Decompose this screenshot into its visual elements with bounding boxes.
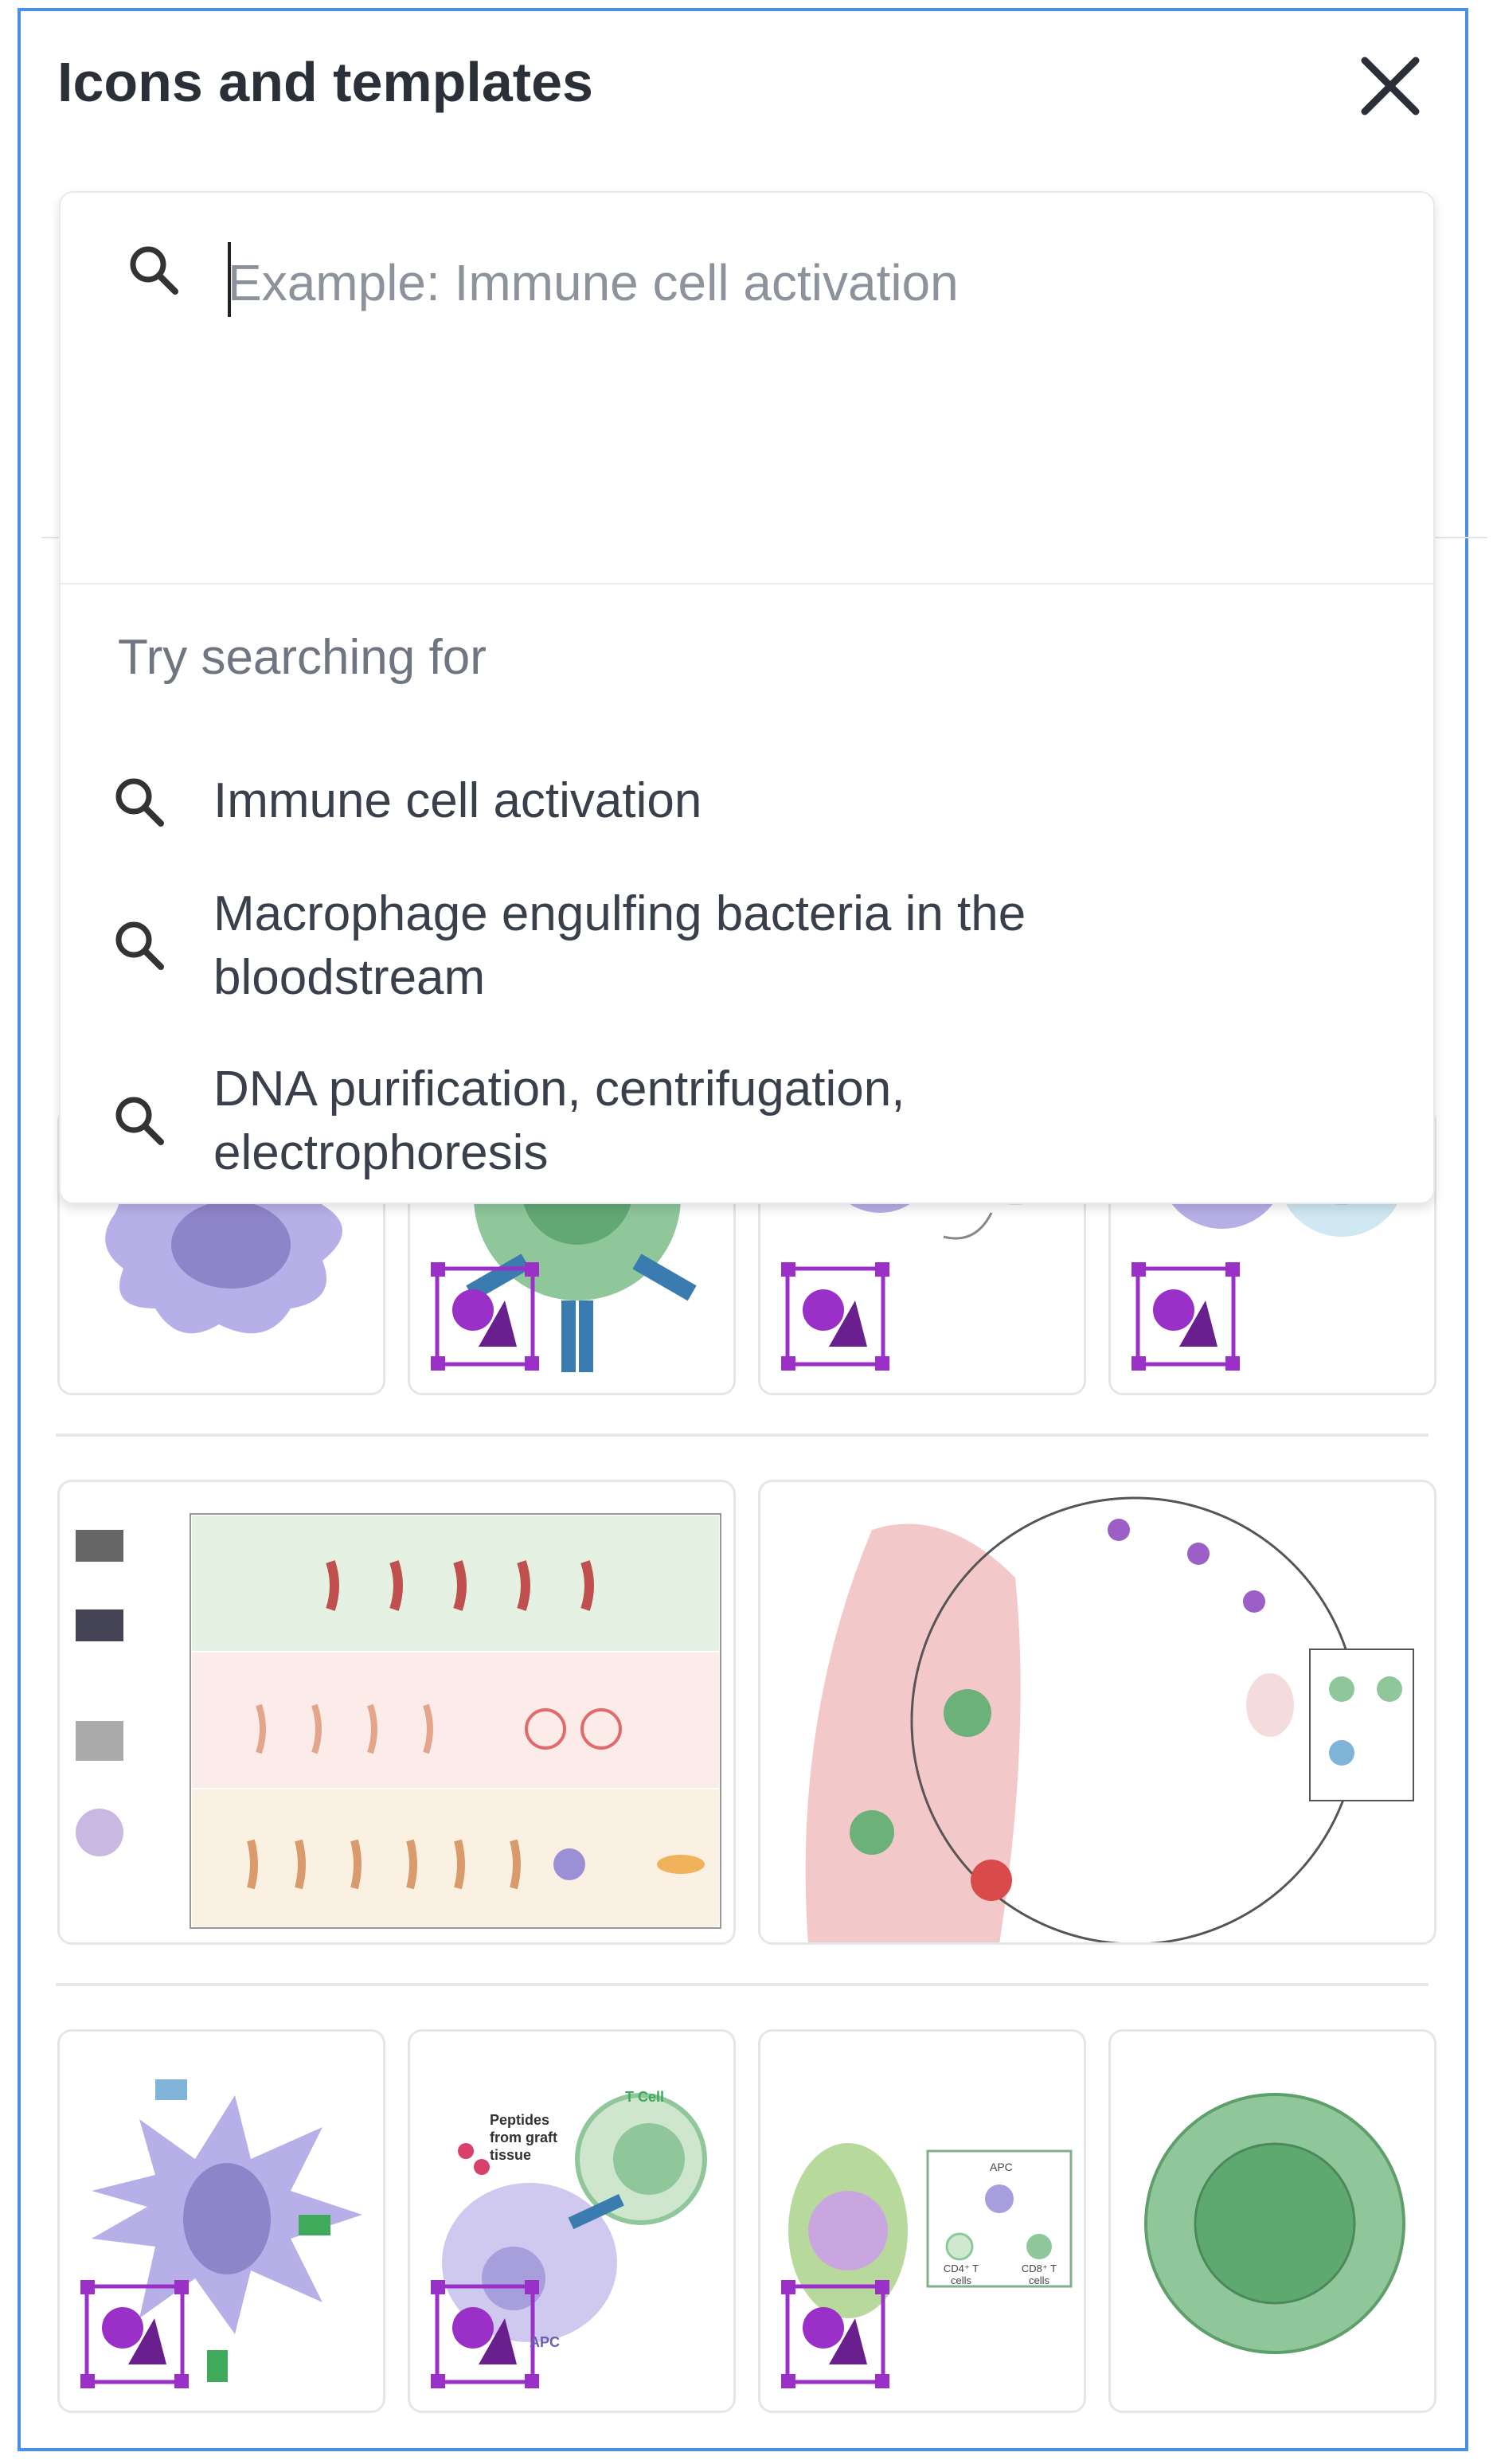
suggestion-label: Immune cell activation [213, 773, 702, 828]
apc-small-label: APC [990, 2161, 1013, 2173]
suggestion-label-line2: electrophoresis [213, 1125, 549, 1180]
template-badge-icon [781, 2280, 889, 2388]
dendritic-cell-template [92, 2079, 362, 2382]
lymph-node-apc-template [788, 2143, 1073, 2318]
suggestion-item[interactable]: Immune cell activation [61, 758, 1433, 846]
suggestion-item[interactable]: DNA purification, centrifugation, electr… [61, 1053, 1433, 1188]
suggestion-label-line2: bloodstream [213, 950, 486, 1005]
search-icon [115, 921, 164, 970]
apc-label: APC [530, 2334, 561, 2350]
result-thumb[interactable] [57, 2029, 385, 2413]
template-badge-icon [781, 1262, 889, 1371]
template-badge-icon [431, 2280, 539, 2388]
close-button[interactable] [1354, 49, 1427, 123]
lymph-node-cell-subsets-template [76, 1513, 721, 1929]
graft-peptide-tcell-template [442, 2093, 707, 2342]
result-thumb[interactable]: APC CD4⁺ T cells CD8⁺ T cells [758, 2029, 1086, 2413]
text-caret [228, 242, 231, 317]
cd8-label: CD8⁺ T cells [1021, 2263, 1057, 2286]
lung-infection-cycle-template [805, 1496, 1414, 1942]
search-input[interactable] [226, 234, 1344, 331]
round-cell-icon [1144, 2093, 1405, 2354]
result-thumb[interactable] [758, 1480, 1436, 1945]
macrophage-icon [105, 1173, 342, 1334]
result-thumb[interactable]: Peptides from graft tissue T Cell APC [408, 2029, 736, 2413]
template-badge-icon [1131, 1262, 1240, 1371]
suggestions-heading: Try searching for [118, 630, 487, 685]
template-badge-icon [80, 2280, 189, 2388]
results-divider [56, 1433, 1429, 1437]
suggestion-label-line1: DNA purification, centrifugation, [213, 1062, 905, 1117]
search-icon [115, 1097, 164, 1145]
search-box [61, 193, 1433, 585]
panel-title: Icons and templates [57, 51, 593, 113]
result-thumb[interactable] [57, 1480, 736, 1945]
tcell-label: T Cell [625, 2089, 665, 2105]
result-thumb[interactable] [1108, 2029, 1436, 2413]
peptides-label: Peptides from graft tissue [490, 2112, 557, 2163]
search-icon [115, 778, 164, 827]
template-badge-icon [431, 1262, 539, 1371]
suggestion-item[interactable]: Macrophage engulfing bacteria in the blo… [61, 878, 1433, 1013]
results-divider [56, 1983, 1429, 1986]
close-icon [1361, 57, 1420, 115]
cd4-label: CD4⁺ T cells [943, 2263, 979, 2286]
search-icon [130, 246, 178, 295]
suggestion-label-line1: Macrophage engulfing bacteria in the [213, 886, 1026, 941]
search-dropdown: Try searching for Immune cell activation… [59, 191, 1435, 1204]
